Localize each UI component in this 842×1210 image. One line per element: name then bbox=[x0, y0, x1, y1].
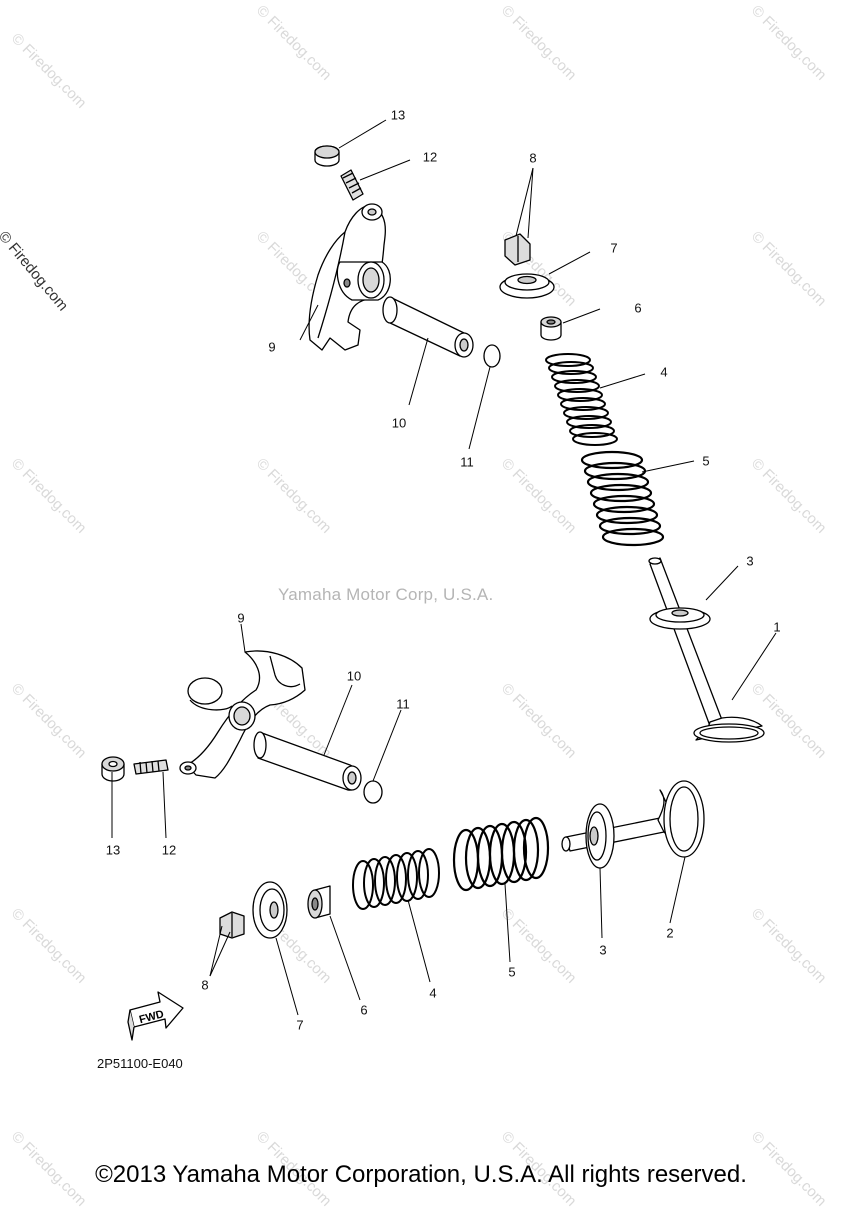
valve-seal-6-bottom bbox=[307, 885, 331, 919]
valve-seal-6-top bbox=[540, 316, 562, 341]
diagram-code: 2P51100-E040 bbox=[97, 1056, 183, 1071]
callout-6: 6 bbox=[634, 300, 642, 316]
callout-4: 4 bbox=[429, 985, 437, 1001]
spring-seat-3-top bbox=[649, 607, 711, 630]
callout-6: 6 bbox=[360, 1002, 368, 1018]
callout-9: 9 bbox=[237, 610, 245, 626]
outer-spring-5-bottom bbox=[452, 816, 550, 892]
callout-5: 5 bbox=[702, 453, 710, 469]
inner-spring-4-top bbox=[545, 353, 618, 446]
valve-retainer-7-top bbox=[499, 273, 555, 299]
callout-12: 12 bbox=[161, 842, 177, 858]
callout-13: 13 bbox=[105, 842, 121, 858]
adjusting-screw-12-top bbox=[340, 169, 364, 201]
callout-3: 3 bbox=[746, 553, 754, 569]
adjusting-screw-12-bottom bbox=[133, 759, 169, 775]
valve-retainer-7-bottom bbox=[252, 881, 288, 939]
callout-10: 10 bbox=[391, 415, 407, 431]
callout-4: 4 bbox=[660, 364, 668, 380]
rocker-arm-9-bottom bbox=[179, 650, 306, 779]
valve-cotter-8-bottom bbox=[219, 911, 245, 939]
fwd-arrow-icon bbox=[127, 991, 184, 1041]
callout-2: 2 bbox=[666, 925, 674, 941]
rocker-shaft-10-bottom bbox=[253, 731, 362, 791]
valve-cotter-8-top bbox=[504, 233, 531, 266]
callout-9: 9 bbox=[268, 339, 276, 355]
copyright-notice: ©2013 Yamaha Motor Corporation, U.S.A. A… bbox=[95, 1161, 747, 1188]
callout-1: 1 bbox=[773, 619, 781, 635]
outer-spring-5-top bbox=[580, 450, 665, 547]
callout-7: 7 bbox=[296, 1017, 304, 1033]
o-ring-11-bottom bbox=[363, 780, 383, 804]
callout-5: 5 bbox=[508, 964, 516, 980]
inner-spring-4-bottom bbox=[352, 848, 440, 910]
callout-11: 11 bbox=[396, 696, 410, 712]
spring-seat-3-bottom bbox=[585, 803, 615, 869]
callout-8: 8 bbox=[201, 977, 209, 993]
nut-13-top bbox=[314, 145, 340, 167]
callout-13: 13 bbox=[390, 107, 406, 123]
rocker-shaft-10-top bbox=[382, 296, 474, 358]
o-ring-11-top bbox=[483, 344, 501, 368]
rocker-arm-9-top bbox=[308, 203, 391, 351]
exhaust-valve-2 bbox=[561, 780, 705, 858]
intake-valve-1 bbox=[648, 557, 765, 743]
callout-7: 7 bbox=[610, 240, 618, 256]
callout-12: 12 bbox=[422, 149, 438, 165]
callout-8: 8 bbox=[529, 150, 537, 166]
nut-13-bottom bbox=[101, 756, 125, 782]
center-watermark: Yamaha Motor Corp, U.S.A. bbox=[278, 585, 494, 604]
callout-3: 3 bbox=[599, 942, 607, 958]
callout-10: 10 bbox=[346, 668, 362, 684]
callout-11: 11 bbox=[460, 454, 474, 470]
